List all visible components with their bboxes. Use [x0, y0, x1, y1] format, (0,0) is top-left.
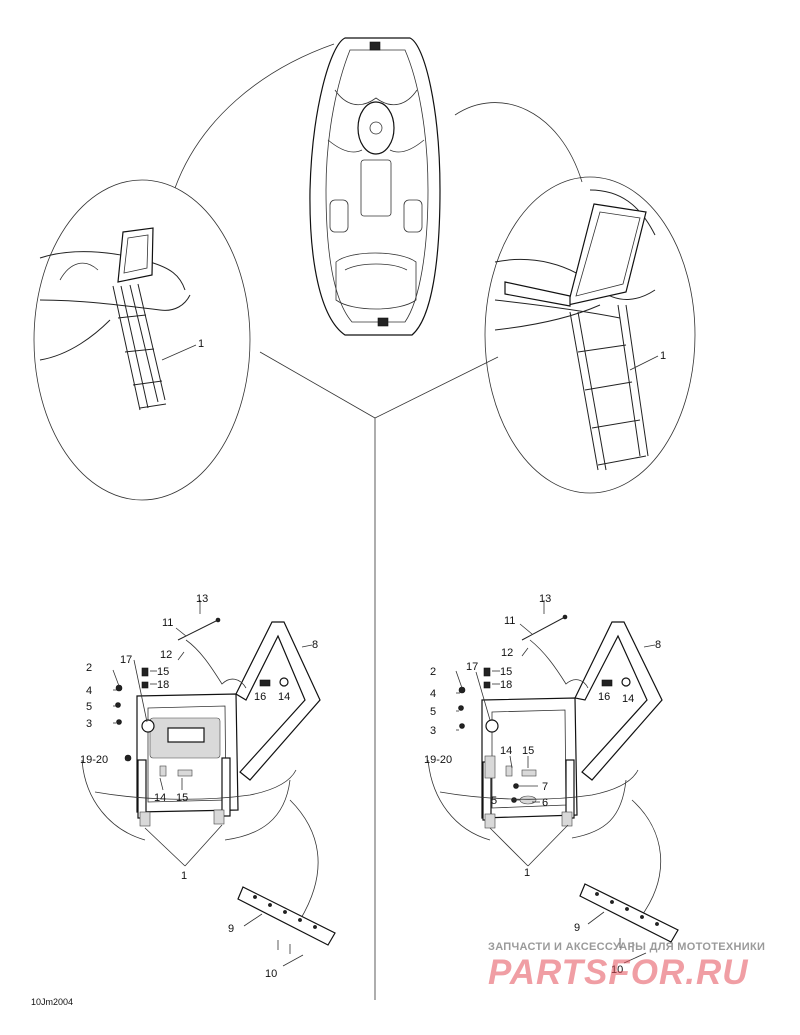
callout-label: 4	[86, 685, 92, 697]
callout-label: 11	[162, 617, 173, 629]
callout-label: 19-20	[80, 754, 108, 766]
callout-label: 1	[181, 870, 187, 882]
callouts-left: 13 11 12 8 17 15 18 2 4 5 3 16 14 19-20 …	[80, 593, 318, 980]
bracket-icon	[237, 886, 336, 946]
callout-label: 2	[86, 662, 92, 674]
callout-label: 15	[157, 666, 169, 678]
callout-label: 14	[500, 745, 512, 757]
callout-label: 16	[598, 691, 610, 703]
ladder-icon	[112, 283, 167, 411]
callout-label: 5	[86, 701, 92, 713]
callout-label: 17	[120, 654, 132, 666]
callout-label: 3	[430, 725, 436, 737]
ladder-icon	[569, 304, 649, 471]
callout-label: 14	[154, 792, 166, 804]
callout-label: 1	[660, 350, 666, 362]
callout-label: 17	[466, 661, 478, 673]
step-plate-icon	[567, 203, 647, 306]
callout-label: 5	[430, 706, 436, 718]
callout-label: 18	[500, 679, 512, 691]
callout-label: 15	[176, 792, 188, 804]
callout-label: 16	[254, 691, 266, 703]
callout-label: 19-20	[424, 754, 452, 766]
detail-view-right	[484, 176, 696, 494]
detail-view-left	[33, 179, 251, 501]
callout-label: 8	[655, 639, 661, 651]
callout-label: 14	[278, 691, 290, 703]
callout-label: 8	[312, 639, 318, 651]
callout-label: 18	[157, 679, 169, 691]
callout-label: 1	[524, 867, 530, 879]
connector-lines	[174, 43, 583, 1000]
callout-label: 7	[542, 781, 548, 793]
callout-label: 4	[430, 688, 436, 700]
callout-label: 3	[86, 718, 92, 730]
callout-label: 13	[196, 593, 208, 605]
callout-label: 15	[522, 745, 534, 757]
watermark-tagline: ЗАПЧАСТИ И АКСЕССУАРЫ ДЛЯ МОТОТЕХНИКИ	[488, 941, 766, 953]
watermark-logo: PARTSFOR.RU	[488, 953, 749, 992]
callout-label: 2	[430, 666, 436, 678]
callout-label: 13	[539, 593, 551, 605]
exploded-view-right	[427, 600, 679, 964]
callout-label: 5	[491, 795, 497, 807]
callout-label: 9	[574, 922, 580, 934]
hull-top-view	[309, 37, 441, 336]
callout-label: 11	[504, 615, 515, 627]
diagram-code: 10Jm2004	[31, 997, 74, 1007]
bracket-icon	[579, 883, 679, 943]
callout-label: 12	[501, 647, 513, 659]
callout-label: 9	[228, 923, 234, 935]
callout-label: 15	[500, 666, 512, 678]
callout-label: 1	[198, 338, 204, 350]
callout-label: 6	[542, 797, 548, 809]
callout-label: 14	[622, 693, 634, 705]
callouts-right: 13 11 12 8 17 15 18 2 4 5 3 16 14 19-20 …	[424, 593, 661, 976]
callout-label: 10	[265, 968, 277, 980]
callout-label: 10	[611, 964, 623, 976]
exploded-view-left	[81, 600, 336, 967]
callout-label: 12	[160, 649, 172, 661]
